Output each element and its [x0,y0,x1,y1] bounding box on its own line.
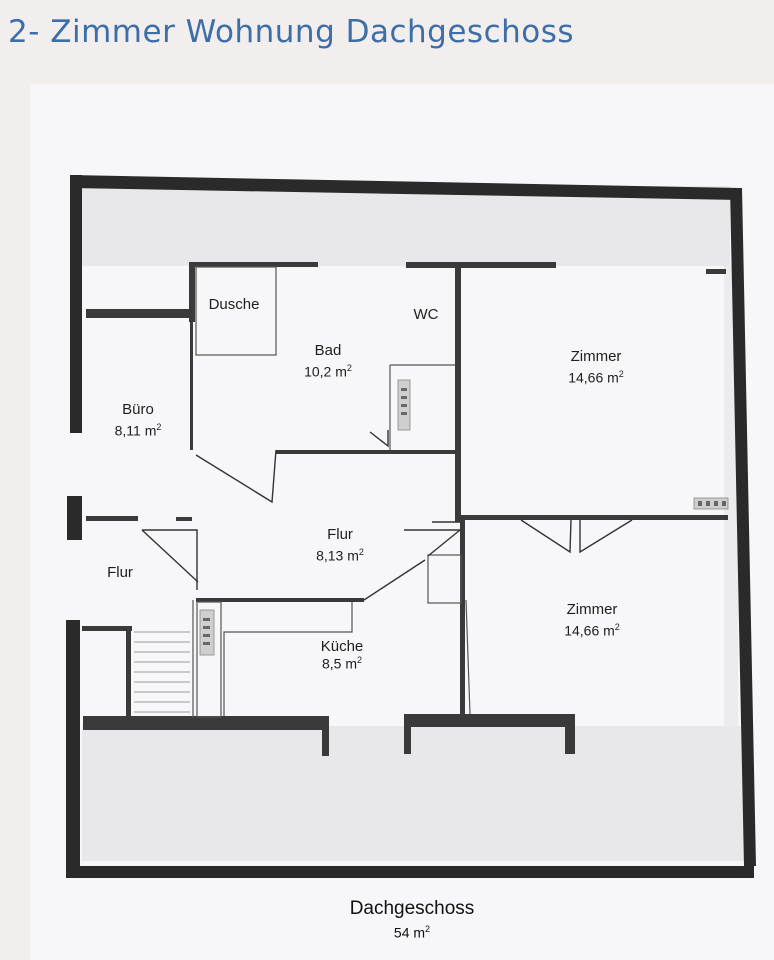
floor-area: 54 m2 [393,924,431,941]
room-name: Bad [314,342,342,359]
doors [141,430,633,601]
outer-walls [66,175,756,878]
room-label-bad: Bad 10,2 m2 [304,342,352,380]
page-title: 2- Zimmer Wohnung Dachgeschoss [8,14,575,50]
room-label-kueche: Küche 8,5 m2 [321,638,364,672]
room-name: Zimmer [570,348,622,365]
room-area: 8,11 m2 [114,422,162,439]
thin-walls [192,266,471,718]
room-label-flur-main: Flur 8,13 m2 [316,526,364,564]
room-name: Büro [122,401,154,418]
room-name: Flur [107,564,133,581]
room-name: Flur [327,526,353,543]
room-area: 8,5 m2 [321,655,363,672]
room-area: 8,13 m2 [316,547,364,564]
room-label-wc: WC [414,306,439,323]
room-label-zimmer-1: Zimmer 14,66 m2 [568,348,624,386]
room-label-flur-entry: Flur [107,564,133,581]
room-name: WC [413,306,439,323]
room-label-zimmer-2: Zimmer 14,66 m2 [564,601,620,639]
room-label-buero: Büro 8,11 m2 [115,401,162,439]
room-name: Zimmer [566,601,618,618]
room-area: 10,2 m2 [304,363,352,380]
radiator-ribs [203,388,726,645]
room-name: Dusche [208,296,260,313]
interior-walls [82,262,728,756]
room-name: Küche [320,638,364,655]
room-area: 14,66 m2 [564,622,620,639]
stairs [134,631,190,713]
room-label-dusche: Dusche [209,296,260,313]
floor-name: Dachgeschoss [349,898,475,919]
room-area: 14,66 m2 [568,369,624,386]
roof-band-top [82,186,730,266]
roof-band-bottom [82,726,748,861]
floor-caption: Dachgeschoss 54 m2 [350,898,475,941]
